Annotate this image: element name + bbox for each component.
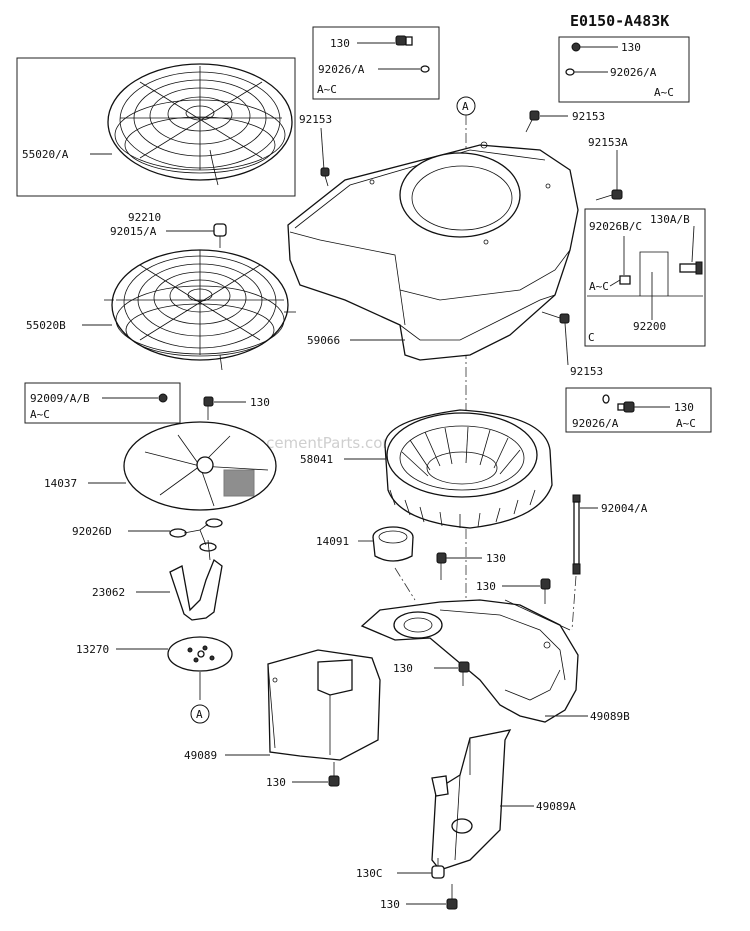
label-130-bl: 130 <box>266 776 286 789</box>
bolt-icon <box>540 578 551 604</box>
label-130-rb: 130 <box>674 401 694 414</box>
leader-ac-mid <box>609 279 621 287</box>
leader-130ab <box>691 225 695 263</box>
label-92015a: 92015/A <box>110 225 157 238</box>
plate-13270 <box>167 636 233 672</box>
label-92026d: 92026D <box>72 525 112 538</box>
label-23062: 23062 <box>92 586 125 599</box>
label-58041: 58041 <box>300 453 333 466</box>
label-130-fan: 130 <box>250 396 270 409</box>
nut-icon <box>213 223 227 248</box>
center-line-baffle <box>394 567 416 601</box>
label-130-c2: 130 <box>476 580 496 593</box>
fan-guard-55020a <box>107 63 293 186</box>
bolt-icon <box>436 552 447 580</box>
stud-92004a <box>572 494 581 575</box>
label-130-c1: 130 <box>486 552 506 565</box>
label-130c: 130C <box>356 867 383 880</box>
baffle-49089a <box>431 729 512 871</box>
label-c: C <box>588 331 595 344</box>
inset-box-top-center <box>312 26 440 100</box>
label-55020b: 55020B <box>26 319 66 332</box>
label-92026bc: 92026B/C <box>589 220 642 233</box>
diagram-id: E0150-A483K <box>570 12 669 30</box>
bolt-icon <box>328 762 340 787</box>
fan-14037 <box>123 421 277 511</box>
label-ac-topbox: A~C <box>317 83 337 96</box>
cup-14091 <box>372 526 414 562</box>
label-ac-mid: A~C <box>589 280 609 293</box>
label-92026a-rb: 92026/A <box>572 417 619 430</box>
bolt-icon <box>446 884 458 910</box>
label-49089b: 49089B <box>590 710 630 723</box>
bolt-icon <box>525 110 540 133</box>
nut-icon <box>158 393 168 403</box>
inset-box-fan-cover-a <box>16 57 296 197</box>
bolt-icon <box>541 311 570 324</box>
bracket-icon <box>639 251 669 296</box>
leader-92153-a <box>320 127 325 171</box>
inset-box-92009 <box>24 382 181 424</box>
reference-marker-a-bottom <box>190 704 210 724</box>
washer-icon <box>565 68 575 76</box>
flywheel-58041 <box>384 409 553 529</box>
label-14037: 14037 <box>44 477 77 490</box>
label-92210: 92210 <box>128 211 161 224</box>
reference-marker-a-bottom-label: A <box>196 708 203 721</box>
screw-icon <box>679 261 703 275</box>
inset-box-top-right <box>558 36 690 103</box>
label-ac-tr: A~C <box>654 86 674 99</box>
bolt-icon <box>595 189 623 201</box>
bolt-head-icon <box>571 42 581 52</box>
label-130-c3: 130 <box>393 662 413 675</box>
label-49089: 49089 <box>184 749 217 762</box>
label-ac-rb: A~C <box>676 417 696 430</box>
bolt-icon <box>320 167 330 187</box>
label-ac-left: A~C <box>30 408 50 421</box>
blower-housing-59066 <box>287 141 579 361</box>
label-55020a: 55020/A <box>22 148 69 161</box>
label-92153-b: 92153 <box>572 110 605 123</box>
reference-marker-a-top-label: A <box>462 100 469 113</box>
bolt-icon <box>203 396 214 420</box>
bolt-icon <box>458 661 470 686</box>
label-130-top: 130 <box>330 37 350 50</box>
label-92004a: 92004/A <box>601 502 648 515</box>
label-130-bottom: 130 <box>380 898 400 911</box>
bolt-icon <box>431 858 445 879</box>
washer-icon <box>619 275 631 285</box>
leader-92153-c <box>564 322 569 366</box>
bolt-icon <box>395 35 413 46</box>
label-130ab: 130A/B <box>650 213 690 226</box>
label-92200: 92200 <box>633 320 666 333</box>
bolt-icon <box>617 401 635 413</box>
baffle-49089 <box>267 649 381 761</box>
washer-icon <box>602 394 610 404</box>
label-92026a-tr: 92026/A <box>610 66 657 79</box>
bracket-23062 <box>169 539 223 621</box>
label-130-tr: 130 <box>621 41 641 54</box>
label-92153-c: 92153 <box>570 365 603 378</box>
stud-center-line <box>571 575 577 631</box>
label-92153-a: 92153 <box>299 113 332 126</box>
label-59066: 59066 <box>307 334 340 347</box>
label-92026a-top: 92026/A <box>318 63 365 76</box>
inset-box-detail-c <box>584 208 706 347</box>
baffle-49089b <box>360 599 579 723</box>
label-49089a: 49089A <box>536 800 576 813</box>
washer-icon <box>420 65 430 73</box>
spacer-92026d <box>169 518 223 552</box>
label-13270: 13270 <box>76 643 109 656</box>
inset-box-right-bolt <box>565 387 712 433</box>
label-92153a: 92153A <box>588 136 628 149</box>
label-14091: 14091 <box>316 535 349 548</box>
fan-guard-55020b <box>104 249 296 371</box>
label-92009ab: 92009/A/B <box>30 392 90 405</box>
